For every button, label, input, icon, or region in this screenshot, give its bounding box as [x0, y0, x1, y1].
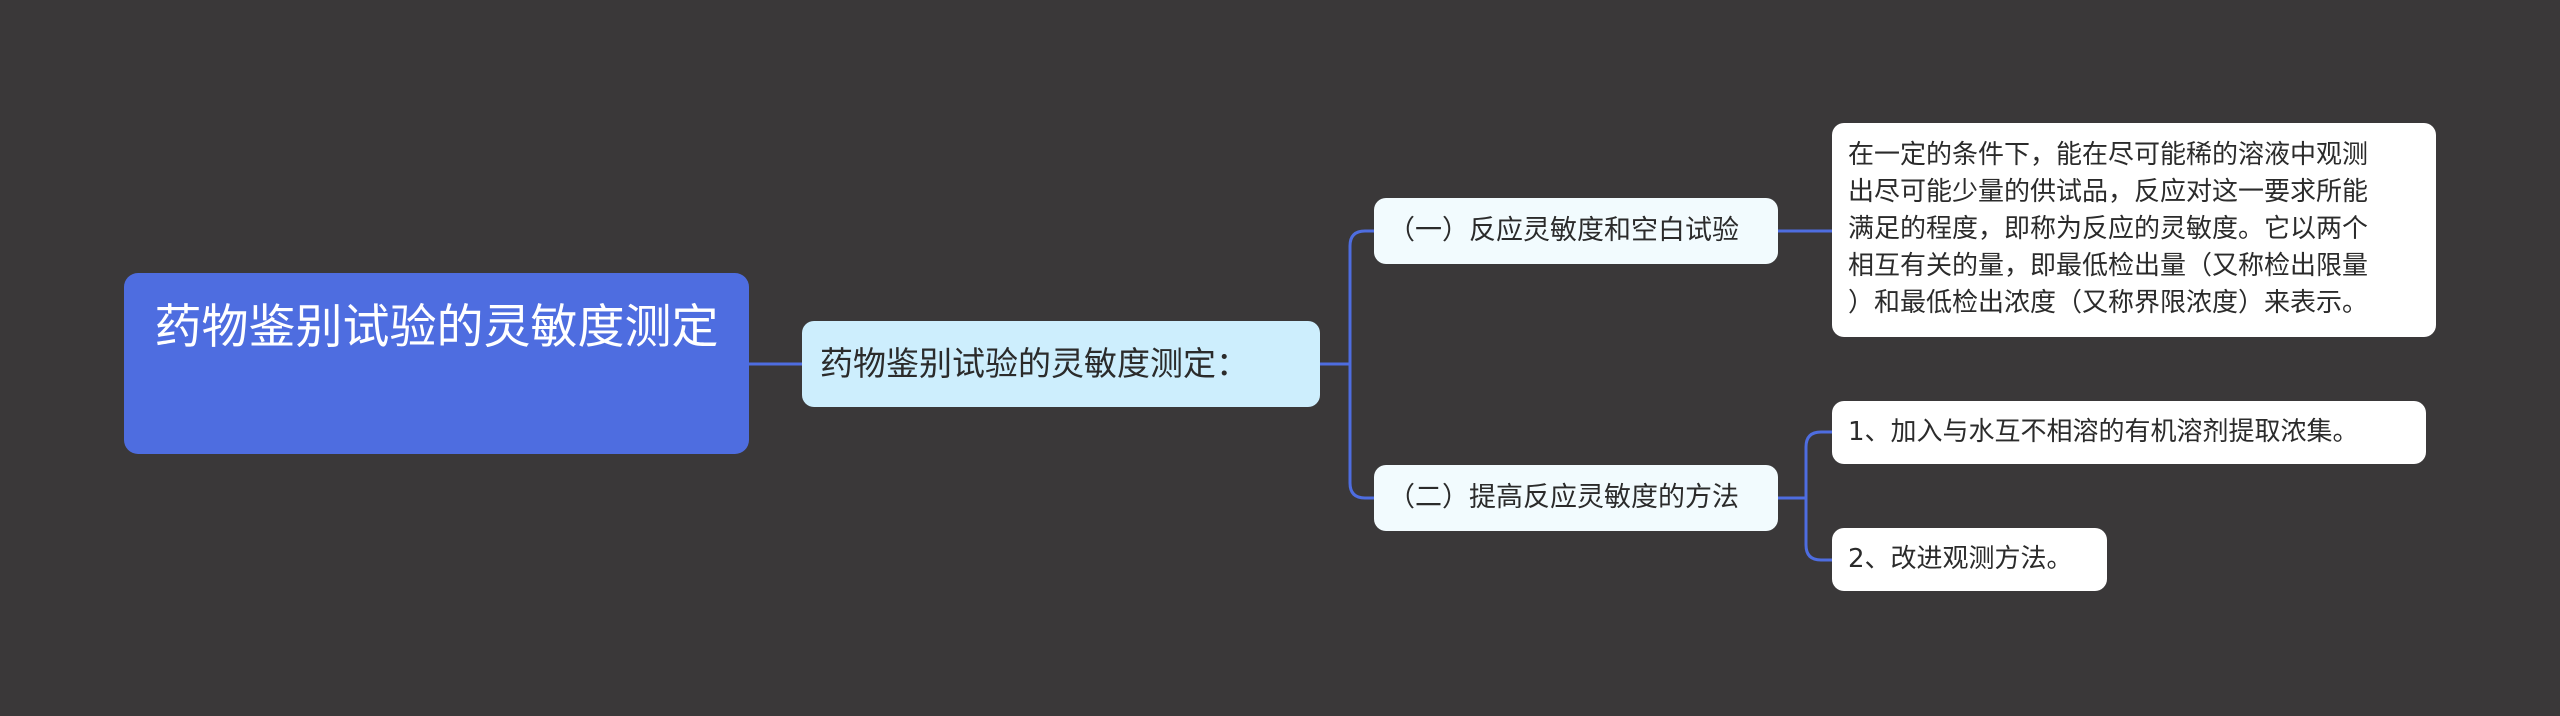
leaf-label: 2、改进观测方法。	[1848, 544, 2073, 574]
leaf-method-observation[interactable]: 2、改进观测方法。	[1832, 528, 2107, 591]
root-topic[interactable]: 药物鉴别试验的灵敏度测定	[124, 273, 749, 454]
leaf-label: 1、加入与水互不相溶的有机溶剂提取浓集。	[1848, 417, 2359, 447]
branch-label: （二）提高反应灵敏度的方法	[1388, 482, 1739, 513]
leaf-sensitivity-definition[interactable]: 在一定的条件下，能在尽可能稀的溶液中观测 出尽可能少量的供试品，反应对这一要求所…	[1832, 123, 2436, 337]
connector-main-branch1	[1318, 229, 1376, 366]
branch-improve-sensitivity[interactable]: （二）提高反应灵敏度的方法	[1374, 465, 1778, 531]
leaf-method-extraction[interactable]: 1、加入与水互不相溶的有机溶剂提取浓集。	[1832, 401, 2426, 464]
definition-line: 出尽可能少量的供试品，反应对这一要求所能	[1848, 177, 2369, 207]
definition-line: 在一定的条件下，能在尽可能稀的溶液中观测	[1848, 140, 2369, 170]
definition-line: 满足的程度，即称为反应的灵敏度。它以两个	[1848, 214, 2369, 244]
connector-main-branch2	[1348, 362, 1376, 500]
connector-branch2-leaf2	[1804, 496, 1834, 562]
connector-branch2-leaf1	[1776, 430, 1834, 500]
main-topic-label: 药物鉴别试验的灵敏度测定：	[820, 344, 1249, 383]
branch-sensitivity-blank-test[interactable]: （一）反应灵敏度和空白试验	[1374, 198, 1778, 264]
main-topic[interactable]: 药物鉴别试验的灵敏度测定：	[802, 321, 1320, 407]
definition-line: 相互有关的量，即最低检出量（又称检出限量	[1848, 251, 2369, 281]
root-topic-label: 药物鉴别试验的灵敏度测定	[154, 300, 719, 355]
definition-line: ）和最低检出浓度（又称界限浓度）来表示。	[1848, 288, 2369, 318]
branch-label: （一）反应灵敏度和空白试验	[1388, 215, 1739, 246]
